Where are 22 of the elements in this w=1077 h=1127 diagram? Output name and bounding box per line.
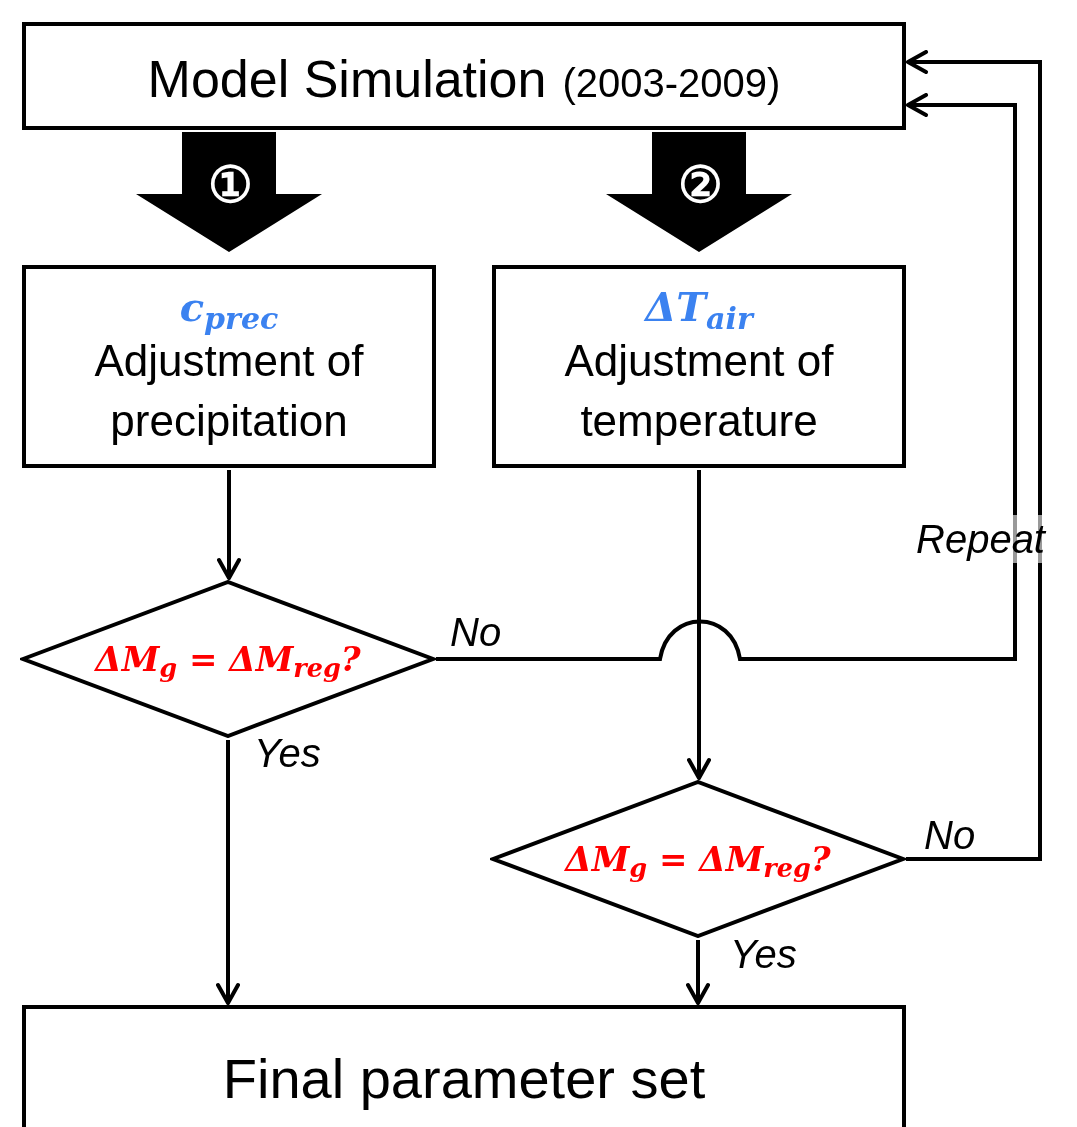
box-title: Model Simulation [147,49,547,110]
arrow [686,940,710,1005]
condition-text: ΔM$_{g}$ = ΔM$_{reg}$? [95,637,361,685]
box-text: Adjustment of temperature [563,335,835,447]
arrow [687,470,711,780]
arrow [217,470,241,580]
arrow [906,50,1042,861]
parameter-symbol: ΔT$_{air}$ [645,283,753,331]
process-box [22,265,436,468]
step-number: ② [676,156,724,215]
process-box [22,22,906,130]
condition-text: ΔM$_{g}$ = ΔM$_{reg}$? [565,837,831,885]
arrow [216,740,240,1005]
step-number: ① [206,156,254,215]
process-box [22,1005,906,1127]
box-text: Adjustment of precipitation [93,335,365,447]
year-range: (2003-2009) [562,60,781,107]
box-text: Final parameter set [222,1046,706,1112]
block-arrow [606,132,792,252]
process-box [492,265,906,468]
block-arrow [136,132,322,252]
loop-label: Repeat [916,515,1045,563]
